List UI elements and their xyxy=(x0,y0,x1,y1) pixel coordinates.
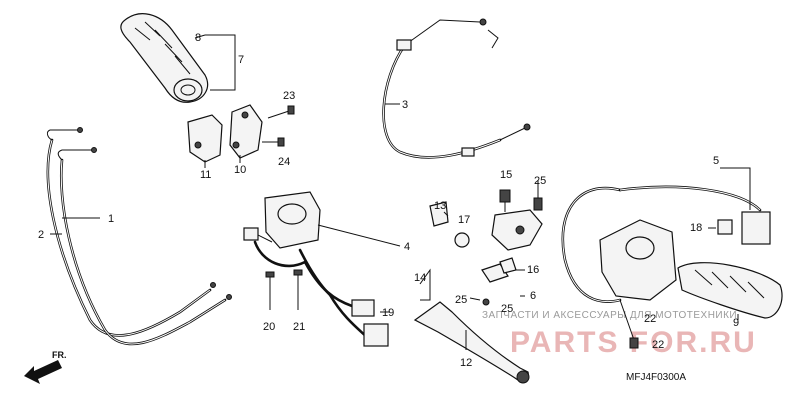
diagram-code: MFJ4F0300A xyxy=(626,372,686,383)
clutch-lever xyxy=(413,301,530,384)
callout-16: 16 xyxy=(527,264,539,276)
callout-25-right: 25 xyxy=(501,303,513,315)
callout-6: 6 xyxy=(530,290,536,302)
clutch-lever-bracket xyxy=(429,180,543,306)
callout-12: 12 xyxy=(460,357,472,369)
callout-9: 9 xyxy=(733,317,739,329)
bolt-21 xyxy=(293,269,303,310)
callout-5: 5 xyxy=(713,155,719,167)
left-switch-housing xyxy=(243,191,389,347)
callout-8: 8 xyxy=(195,32,201,44)
callout-4: 4 xyxy=(404,241,410,253)
callout-20: 20 xyxy=(263,321,275,333)
callout-25-left: 25 xyxy=(455,294,467,306)
callout-17: 17 xyxy=(458,214,470,226)
callout-11: 11 xyxy=(200,169,211,181)
watermark-caption: ЗАПЧАСТИ И АКСЕССУАРЫ ДЛЯ МОТОТЕХНИКИ xyxy=(482,310,737,321)
callout-15: 15 xyxy=(500,169,512,181)
callout-22-lower: 22 xyxy=(652,339,664,351)
callout-10: 10 xyxy=(234,164,246,176)
callout-21: 21 xyxy=(293,321,305,333)
clutch-cable xyxy=(382,18,531,159)
throttle-housing xyxy=(187,104,263,163)
callout-1: 1 xyxy=(108,213,114,225)
right-switch-housing xyxy=(561,185,783,349)
throttle-cables xyxy=(46,127,232,346)
callout-24: 25 xyxy=(534,175,546,187)
screw-23-upper xyxy=(267,105,295,119)
callout-3: 3 xyxy=(402,99,408,111)
callout-18: 18 xyxy=(690,222,702,234)
screw-23-lower xyxy=(262,137,285,147)
leader-7-8 xyxy=(205,34,236,91)
throttle-grip xyxy=(120,13,209,103)
callout-22-upper: 22 xyxy=(644,313,656,325)
callout-7: 7 xyxy=(238,54,244,66)
callout-23-upper: 23 xyxy=(283,90,295,102)
callout-13: 13 xyxy=(434,200,446,212)
callout-14: 14 xyxy=(414,272,426,284)
callout-19: 19 xyxy=(382,307,394,319)
direction-label: FR. xyxy=(52,350,67,360)
callout-23-lower: 24 xyxy=(278,156,290,168)
callout-2: 2 xyxy=(38,229,44,241)
direction-arrow: FR. xyxy=(24,350,67,384)
bolt-20 xyxy=(265,271,275,310)
